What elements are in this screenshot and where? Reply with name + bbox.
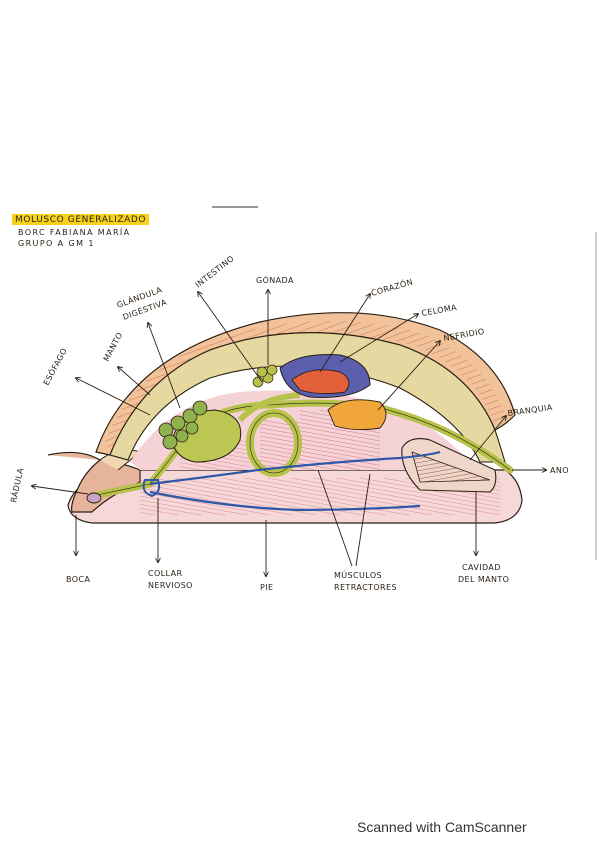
label-collar-2: NERVIOSO <box>148 581 193 590</box>
pointer-lines <box>32 290 546 576</box>
scanner-watermark: Scanned with CamScanner <box>357 819 527 835</box>
label-pie: PIE <box>260 583 273 592</box>
pointer-manto <box>118 367 151 396</box>
pointer-glandula <box>148 323 181 409</box>
pointer-musculos-b <box>355 473 371 567</box>
pointer-corazon <box>319 294 370 373</box>
label-cavidad-1: CAVIDAD <box>462 563 501 572</box>
author-name: BORC FABIANA MARÍA <box>18 228 131 237</box>
pointer-celoma <box>339 314 418 363</box>
upper-gut <box>237 392 301 423</box>
intestine-loop-outline <box>249 412 299 474</box>
label-ano: ANO <box>550 466 569 475</box>
label-cavidad-2: DEL MANTO <box>458 575 509 584</box>
pointer-intestino <box>198 292 263 383</box>
pointer-musculos-a <box>317 469 353 567</box>
label-gonada: GÓNADA <box>256 274 294 285</box>
label-intestino: INTESTINO <box>194 254 236 290</box>
label-nefridio: NEFRIDIO <box>443 327 486 343</box>
label-musculos-2: RETRACTORES <box>334 583 397 592</box>
shell-striations <box>103 321 507 451</box>
label-branquia: BRANQUIA <box>507 403 553 418</box>
heart <box>291 369 350 395</box>
mantle <box>109 332 506 463</box>
pointer-esofago <box>76 378 151 416</box>
label-boca: BOCA <box>66 575 90 584</box>
label-celoma: CELOMA <box>421 303 458 318</box>
pointer-branquia <box>469 416 506 461</box>
digestive-gland <box>158 400 208 450</box>
muscle-band-1 <box>260 420 300 470</box>
nerve-collar <box>142 479 161 498</box>
label-radula: RÁDULA <box>7 467 25 504</box>
nephridium <box>327 399 387 431</box>
label-collar-1: COLLAR <box>148 569 182 578</box>
header: MOLUSCO GENERALIZADO BORC FABIANA MARÍA … <box>12 207 150 248</box>
label-corazon: CORAZÓN <box>370 275 415 297</box>
nerve-cord-upper <box>149 450 441 486</box>
group-label: GRUPO A GM 1 <box>18 239 95 248</box>
nerve-cord-lower <box>149 490 421 512</box>
label-manto: MANTO <box>102 331 125 363</box>
pointer-radula <box>32 486 89 495</box>
radula <box>86 492 102 504</box>
gill <box>411 451 491 483</box>
diagram-title: MOLUSCO GENERALIZADO <box>12 214 150 225</box>
label-musculos-1: MÚSCULOS <box>334 569 382 580</box>
pointer-nefridio <box>377 341 440 411</box>
label-esofago: ESÓFAGO <box>40 346 69 387</box>
